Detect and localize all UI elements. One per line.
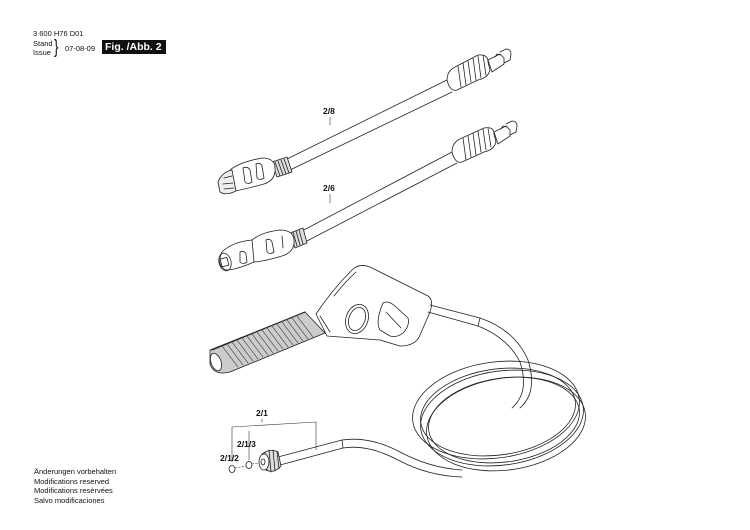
- lance-2-8-drawing: [217, 48, 512, 195]
- stand-label: Stand: [33, 39, 53, 48]
- stand-issue-labels: Stand Issue: [33, 39, 61, 57]
- o-ring-2-1-2: [228, 465, 236, 473]
- document-number: 3 600 H76 D01: [33, 29, 84, 38]
- notice-de: Änderungen vorbehalten: [34, 467, 117, 476]
- issue-date: 07-08-09: [65, 44, 96, 53]
- issue-label: Issue: [33, 47, 51, 57]
- part-label-2-1-3: 2/1/3: [237, 439, 256, 449]
- leader-lines: [231, 116, 331, 463]
- hose-fitting-drawing: [228, 449, 282, 473]
- part-label-2-1: 2/1: [256, 408, 268, 418]
- figure-badge: Fig. /Abb. 2: [102, 40, 166, 54]
- part-label-2-1-2: 2/1/2: [220, 453, 239, 463]
- part-label-2-6: 2/6: [323, 183, 335, 193]
- hose-coil-drawing: [277, 317, 586, 478]
- notice-en: Modifications reserved: [34, 476, 110, 486]
- o-ring-2-1-3: [245, 461, 253, 469]
- spray-gun-drawing: [209, 265, 481, 374]
- brace-icon: }: [53, 37, 59, 58]
- part-label-2-8: 2/8: [323, 106, 335, 116]
- lance-2-6-drawing: [218, 120, 518, 272]
- modification-notice: Änderungen vorbehalten Modifications res…: [34, 467, 116, 505]
- notice-es: Salvo modificaciones: [34, 495, 105, 505]
- notice-fr: Modifications resérvées: [34, 486, 113, 496]
